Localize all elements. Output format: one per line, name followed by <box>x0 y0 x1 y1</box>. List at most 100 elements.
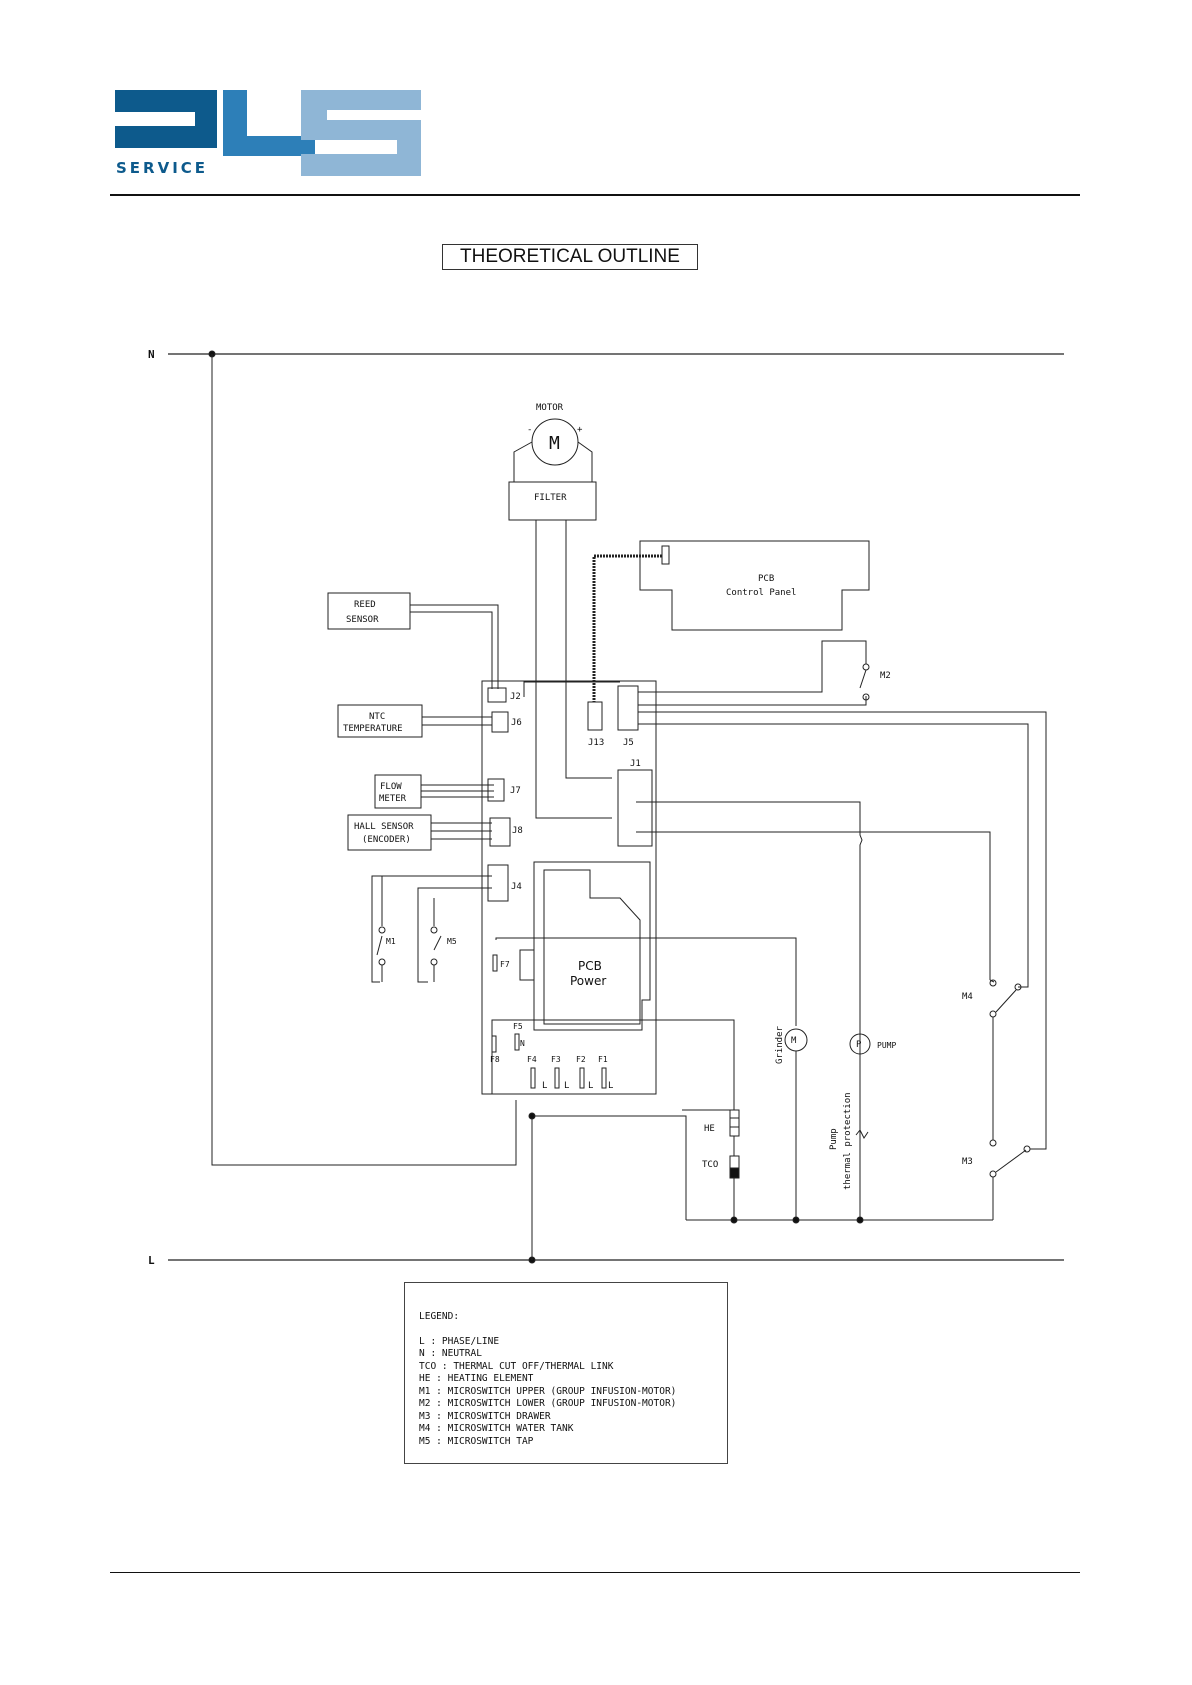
m5-contact-top <box>430 926 438 934</box>
ntc-box <box>337 704 423 738</box>
legend-item: HE : HEATING ELEMENT <box>419 1373 534 1384</box>
pcb-power-inner <box>543 869 641 1025</box>
motor-label: MOTOR <box>536 403 564 413</box>
f3-l-label: L <box>564 1081 569 1091</box>
grinder-label: Grinder <box>775 1025 785 1064</box>
connector-j1 <box>617 769 653 847</box>
m3-contact-3 <box>989 1170 997 1178</box>
filter-wire-2 <box>565 520 612 779</box>
pcb-control-label-1: PCB <box>758 574 774 584</box>
m2-wire-2 <box>638 696 867 706</box>
motor-lead-right <box>577 441 593 482</box>
f2-l-label: L <box>588 1081 593 1091</box>
connector-j7 <box>487 778 505 802</box>
heating-element <box>729 1109 740 1137</box>
legend-item: L : PHASE/LINE <box>419 1335 500 1347</box>
pump-symbol <box>849 1033 871 1055</box>
pcb-power <box>533 861 651 1031</box>
j4-label: J4 <box>511 882 522 892</box>
logo-letter-d <box>115 90 217 148</box>
f2-label: F2 <box>576 1055 586 1064</box>
reed-label-2: SENSOR <box>346 615 379 625</box>
j1-label: J1 <box>630 759 641 769</box>
neutral-label: N <box>148 348 155 361</box>
m3-contact-1 <box>989 1139 997 1147</box>
legend-box: LEGEND: L : PHASE/LINE N : NEUTRAL TCO :… <box>404 1282 728 1464</box>
flow-label-1: FLOW <box>380 782 402 792</box>
he-label: HE <box>704 1124 715 1134</box>
fuse-f5 <box>514 1033 520 1051</box>
tco-fill <box>729 1167 740 1179</box>
reed-label-1: REED <box>354 600 376 610</box>
m1-wire-top <box>371 875 492 983</box>
m2-label: M2 <box>880 671 891 681</box>
j2-label: J2 <box>510 692 521 702</box>
m4-contact-1 <box>989 979 997 987</box>
filter-wire-1 <box>535 520 612 819</box>
line-label: L <box>148 1254 155 1267</box>
m4-lead-top <box>989 979 995 983</box>
legend-heading: LEGEND: <box>419 1311 460 1322</box>
pcb-power-label-2: Power <box>570 974 606 988</box>
fuse-f3 <box>554 1067 560 1089</box>
fuse-f2 <box>579 1067 585 1089</box>
connector-j13 <box>587 701 603 731</box>
legend-item: M5 : MICROSWITCH TAP <box>419 1435 534 1447</box>
f3-label: F3 <box>551 1055 561 1064</box>
m1-contact-top <box>378 926 386 934</box>
m3-control-wire <box>638 711 1047 1150</box>
line-feed-wire <box>531 1115 687 1260</box>
m2-contact-bottom <box>862 693 870 701</box>
filter-label: FILTER <box>534 493 567 503</box>
diagram-title: THEORETICAL OUTLINE <box>442 244 698 270</box>
grinder-wire <box>495 937 797 1026</box>
connector-j4 <box>487 864 509 902</box>
m5-label: M5 <box>447 937 457 946</box>
control-ribbon-connector <box>661 545 670 565</box>
legend-item: N : NEUTRAL <box>419 1348 482 1359</box>
filter-box <box>508 481 597 521</box>
fuse-f7 <box>492 954 498 972</box>
hall-label-2: (ENCODER) <box>362 835 411 845</box>
f5-n-label: N <box>520 1039 525 1048</box>
footer-rule <box>110 1572 1080 1573</box>
f1-label: F1 <box>598 1055 608 1064</box>
logo-letter-l <box>223 90 315 156</box>
fuse-f8 <box>491 1035 497 1053</box>
m4-contact-3 <box>989 1010 997 1018</box>
pcb-power-tab <box>519 949 535 981</box>
legend-item: TCO : THERMAL CUT OFF/THERMAL LINK <box>419 1360 614 1372</box>
pump-label: PUMP <box>877 1041 896 1050</box>
f4-label: F4 <box>527 1055 537 1064</box>
control-ribbon <box>592 554 662 702</box>
m2-blade <box>859 669 867 689</box>
hall-sensor-box <box>347 814 432 851</box>
m4-blade <box>995 989 1017 1013</box>
ntc-label-2: TEMPERATURE <box>343 724 403 734</box>
fuse-f1 <box>601 1067 607 1089</box>
reed-wire-2 <box>410 611 493 689</box>
m1-label: M1 <box>386 937 396 946</box>
motor-lead-left <box>513 441 533 482</box>
pcb-control-panel <box>639 540 870 631</box>
hall-label-1: HALL SENSOR <box>354 822 414 832</box>
m3-blade <box>995 1149 1027 1173</box>
connector-j2 <box>487 687 507 703</box>
m5-wire-top <box>417 887 492 983</box>
legend-item: M1 : MICROSWITCH UPPER (GROUP INFUSION-M… <box>419 1385 677 1397</box>
reed-sensor-box <box>327 592 411 630</box>
f4-l-label: L <box>542 1081 547 1091</box>
m5-blade <box>433 935 442 951</box>
m1-blade <box>376 935 383 956</box>
connector-j8 <box>489 817 511 847</box>
fuse-area <box>491 1019 735 1111</box>
motor-minus: - <box>527 425 532 435</box>
legend-item: M3 : MICROSWITCH DRAWER <box>419 1410 551 1422</box>
m4-contact-2 <box>1014 983 1022 991</box>
m1-contact-bottom <box>378 958 386 966</box>
tco-label: TCO <box>702 1160 718 1170</box>
f1-l-label: L <box>608 1081 613 1091</box>
neutral-wire <box>211 354 517 1166</box>
connector-j5 <box>617 685 639 731</box>
pump-symbol-letter: P <box>856 1040 862 1050</box>
